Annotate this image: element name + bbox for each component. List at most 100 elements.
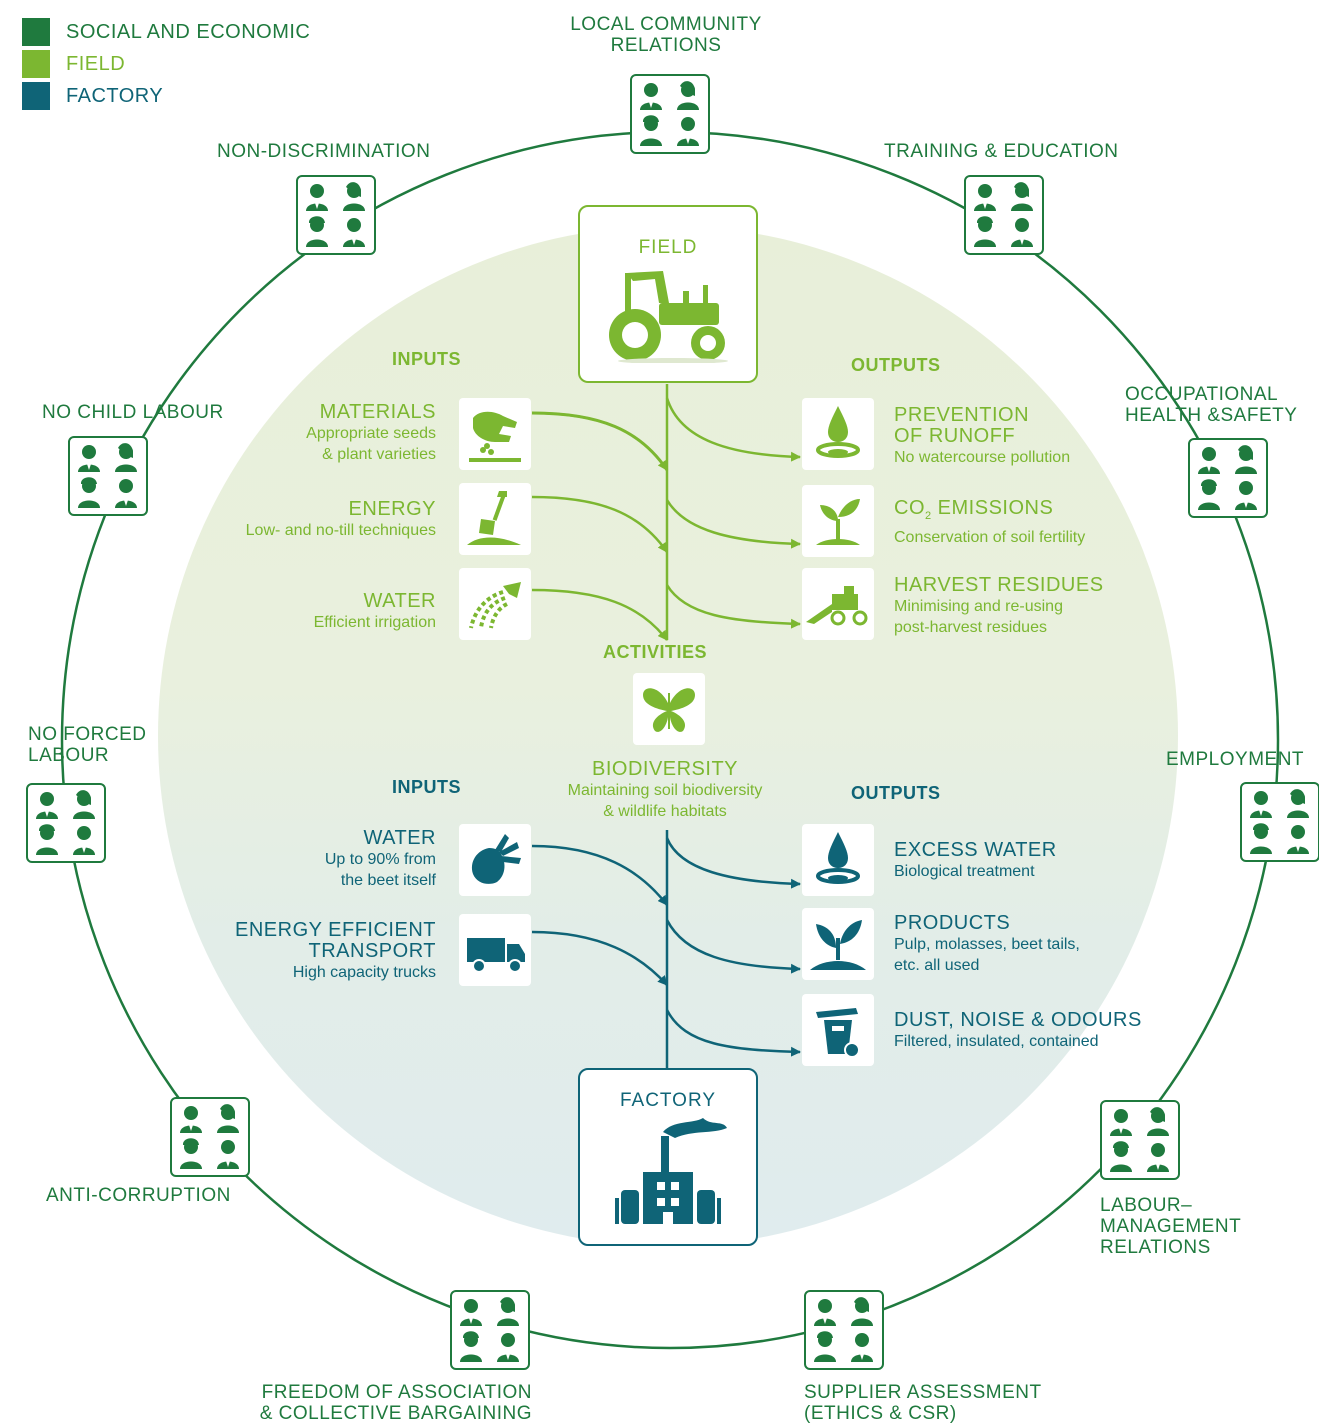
output-sub: Pulp, molasses, beet tails,: [894, 936, 1080, 953]
field-hub-title: FIELD: [638, 237, 698, 258]
input-title: TRANSPORT: [308, 940, 436, 962]
input-sub: & plant varieties: [322, 446, 436, 463]
output-title: PREVENTION: [894, 404, 1030, 426]
beet-icon: [471, 834, 521, 884]
bin-icon: [816, 1008, 860, 1058]
people-group-icon: [170, 1097, 250, 1177]
activities-heading: ACTIVITIES: [603, 642, 708, 662]
field-inputs-heading: INPUTS: [392, 349, 462, 369]
truck-icon: [467, 938, 525, 973]
factory-connectors: [531, 830, 801, 1068]
factory-output-dust: DUST, NOISE & ODOURS Filtered, insulated…: [894, 1010, 1142, 1052]
activities-tile: [633, 673, 705, 745]
legend-label: SOCIAL AND ECONOMIC: [66, 20, 311, 43]
activities-sub: Maintaining soil biodiversity: [567, 782, 763, 799]
social-label-employment: EMPLOYMENT: [1166, 749, 1305, 770]
harvester-icon: [806, 586, 868, 626]
social-label-anti-corruption: ANTI-CORRUPTION: [46, 1185, 231, 1206]
field-input-materials: MATERIALS Appropriate seeds & plant vari…: [306, 402, 436, 465]
field-output-tile: [802, 485, 874, 557]
people-group-icon: [804, 1290, 884, 1370]
factory-hub: FACTORY: [578, 1068, 758, 1246]
input-title: WATER: [363, 590, 436, 612]
field-output-runoff: PREVENTION OF RUNOFF No watercourse poll…: [894, 405, 1070, 468]
people-group-icon: [1240, 782, 1319, 862]
factory-outputs-heading: OUTPUTS: [851, 783, 941, 803]
field-output-harvest: HARVEST RESIDUES Minimising and re-using…: [894, 575, 1104, 638]
input-sub: Efficient irrigation: [313, 614, 436, 631]
legend-label: FIELD: [66, 52, 126, 75]
shovel-icon: [467, 491, 521, 545]
factory-output-tile: [802, 824, 874, 896]
output-sub: Conservation of soil fertility: [894, 529, 1086, 546]
field-output-co2: CO2 EMISSIONS Conservation of soil ferti…: [894, 498, 1085, 548]
social-label-freedom-association: FREEDOM OF ASSOCIATION& COLLECTIVE BARGA…: [259, 1382, 532, 1424]
factory-input-water: WATER Up to 90% from the beet itself: [325, 828, 436, 891]
factory-output-water: EXCESS WATER Biological treatment: [894, 840, 1057, 882]
factory-input-tile: [459, 914, 531, 986]
legend-item-field: FIELD: [22, 50, 125, 78]
field-input-tile: [459, 568, 531, 640]
output-title: HARVEST RESIDUES: [894, 574, 1104, 596]
factory-output-tile: [802, 994, 874, 1066]
input-sub: Appropriate seeds: [306, 425, 436, 442]
people-group-icon: [964, 175, 1044, 255]
sprout-icon: [816, 499, 860, 545]
field-input-tile: [459, 398, 531, 470]
output-sub: Filtered, insulated, contained: [894, 1033, 1099, 1050]
activities-text: BIODIVERSITY Maintaining soil biodiversi…: [520, 759, 810, 822]
input-sub: High capacity trucks: [292, 964, 436, 981]
people-group-icon: [296, 175, 376, 255]
social-label-training: TRAINING & EDUCATION: [884, 141, 1119, 162]
people-group-icon: [26, 783, 106, 863]
factory-output-tile: [802, 908, 874, 980]
output-sub: No watercourse pollution: [894, 449, 1071, 466]
water-drop-icon: [816, 406, 860, 458]
people-group-icon: [630, 74, 710, 154]
output-sub: etc. all used: [894, 957, 980, 974]
legend-swatch: [22, 50, 50, 78]
social-label-no-child-labour: NO CHILD LABOUR: [42, 402, 224, 423]
activities-sub: & wildlife habitats: [603, 803, 727, 820]
field-input-water: WATER Efficient irrigation: [314, 591, 436, 633]
field-output-tile: [802, 398, 874, 470]
output-title: PRODUCTS: [894, 912, 1011, 934]
plant-icon: [810, 920, 866, 970]
input-sub: Low- and no-till techniques: [245, 522, 436, 539]
factory-inputs-heading: INPUTS: [392, 777, 462, 797]
people-group-icon: [68, 436, 148, 516]
field-output-tile: [802, 568, 874, 640]
factory-input-transport: ENERGY EFFICIENT TRANSPORT High capacity…: [235, 920, 436, 983]
legend-item-factory: FACTORY: [22, 82, 163, 110]
people-group-icon: [450, 1290, 530, 1370]
input-title: WATER: [363, 827, 436, 849]
hand-seeds-icon: [469, 411, 521, 462]
field-hub: FIELD: [578, 205, 758, 383]
people-group-icon: [1100, 1100, 1180, 1180]
factory-hub-title: FACTORY: [619, 1090, 717, 1111]
factory-input-tile: [459, 824, 531, 896]
social-label-non-discrimination: NON-DISCRIMINATION: [217, 141, 431, 162]
output-title: DUST, NOISE & ODOURS: [894, 1009, 1142, 1031]
irrigation-icon: [469, 582, 521, 629]
input-sub: Up to 90% from: [324, 851, 436, 868]
field-outputs-heading: OUTPUTS: [851, 355, 941, 375]
factory-output-products: PRODUCTS Pulp, molasses, beet tails, etc…: [894, 913, 1080, 976]
output-title: CO2 EMISSIONS: [894, 497, 1054, 523]
input-title: MATERIALS: [319, 401, 436, 423]
output-sub: post-harvest residues: [894, 619, 1047, 636]
output-sub: Minimising and re-using: [894, 598, 1063, 615]
butterfly-icon: [643, 688, 695, 732]
input-title: ENERGY EFFICIENT: [235, 919, 436, 941]
output-title: OF RUNOFF: [894, 425, 1016, 447]
people-group-icon: [1188, 438, 1268, 518]
field-input-energy: ENERGY Low- and no-till techniques: [246, 499, 436, 541]
output-title: EXCESS WATER: [894, 839, 1057, 861]
field-input-tile: [459, 483, 531, 555]
water-drop-icon: [816, 832, 860, 884]
social-label-supplier-assessment: SUPPLIER ASSESSMENT(ETHICS & CSR): [804, 1382, 1042, 1424]
